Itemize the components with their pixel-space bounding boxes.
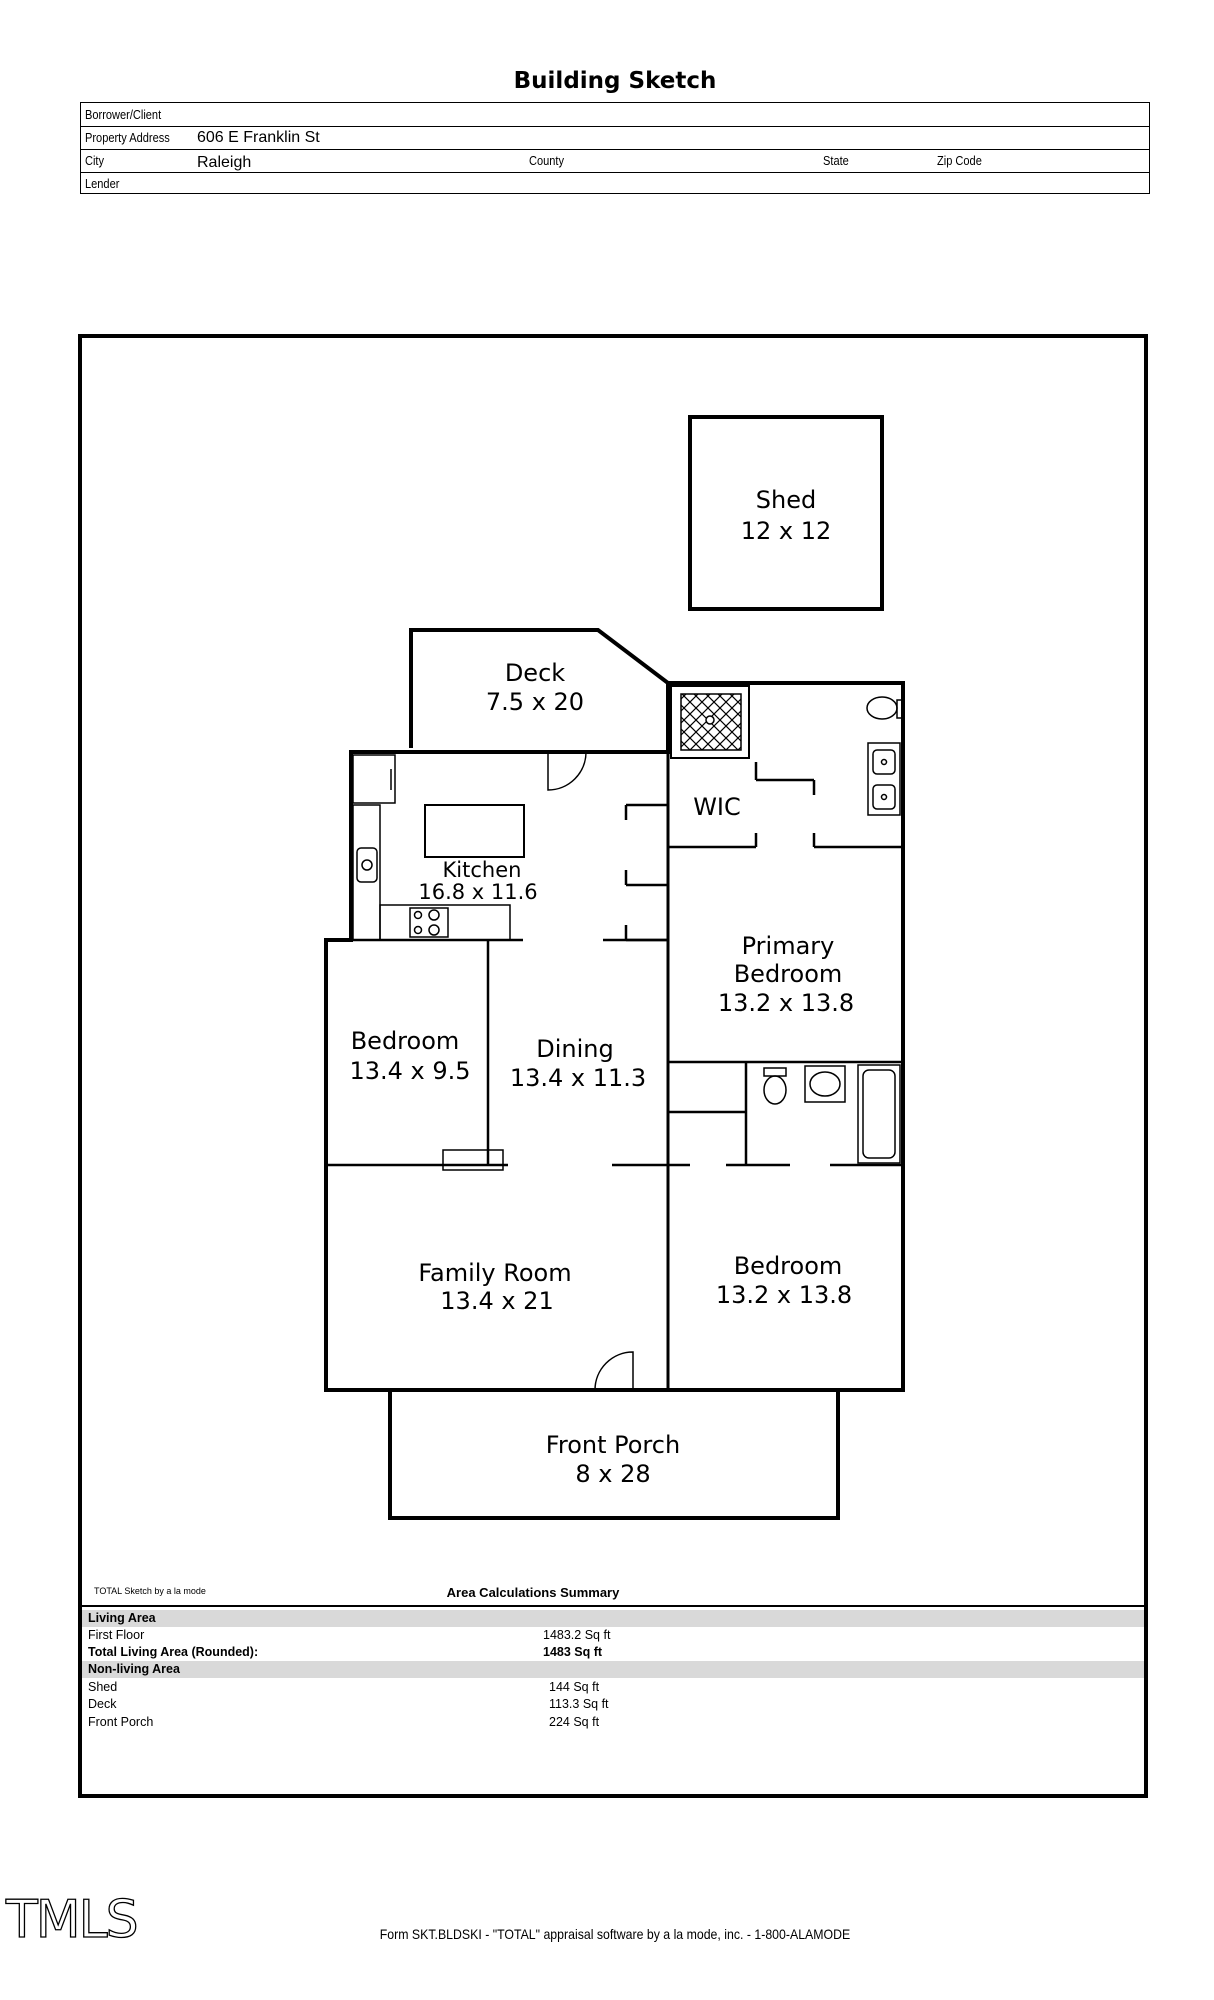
tmls-logo: TMLS [4,1895,139,1945]
floor-plan: Shed 12 x 12 Deck 7.5 x 20 Kitchen 16.8 … [324,415,905,1520]
dining-name: Dining [536,1035,613,1063]
porch-area-value: 224 Sq ft [549,1715,600,1729]
shed-area-label: Shed [88,1680,118,1694]
first-floor-value: 1483.2 Sq ft [543,1628,611,1642]
living-area-header: Living Area [88,1611,156,1625]
nonliving-header-band [82,1661,1144,1678]
porch-area-label: Front Porch [88,1715,154,1729]
address-row: Property Address 606 E Franklin St [81,126,1149,150]
kitchen-name: Kitchen [443,858,522,882]
sketch-frame [78,334,1148,1798]
front-porch-dims: 8 x 28 [575,1460,650,1488]
kitchen-fixtures [352,751,587,941]
summary-divider [80,1605,1146,1607]
dining-dims: 13.4 x 11.3 [510,1064,646,1092]
lender-label: Lender [85,176,120,191]
first-floor-label: First Floor [88,1628,145,1642]
borrower-row: Borrower/Client [81,103,1149,127]
family-room-name: Family Room [418,1259,571,1287]
living-header-band [82,1610,1144,1627]
page-title: Building Sketch [513,68,717,94]
kitchen-dims: 16.8 x 11.6 [418,880,537,904]
city-value: Raleigh [197,154,252,171]
property-info-table: Borrower/Client Property Address 606 E F… [80,102,1150,194]
total-living-value: 1483 Sq ft [543,1645,603,1659]
borrower-label: Borrower/Client [85,107,162,122]
city-row: City Raleigh County State Zip Code [81,149,1149,173]
deck-name: Deck [505,659,565,687]
family-room-dims: 13.4 x 21 [440,1287,553,1315]
room-labels: Shed 12 x 12 Deck 7.5 x 20 Kitchen 16.8 … [349,486,854,1488]
bedroom-left-name: Bedroom [351,1027,460,1055]
address-label: Property Address [85,130,170,145]
interior-walls [326,760,903,1390]
wic-name: WIC [693,793,741,821]
shed-dims: 12 x 12 [741,517,832,545]
deck-dims: 7.5 x 20 [486,688,584,716]
shed-area-value: 144 Sq ft [549,1680,600,1694]
address-value: 606 E Franklin St [197,129,320,146]
primary-bedroom-name-1: Primary [742,932,835,960]
area-summary-title: Area Calculations Summary [446,1585,620,1600]
form-footer: Form SKT.BLDSKI - "TOTAL" appraisal soft… [379,1926,851,1942]
primary-bedroom-dims: 13.2 x 13.8 [718,989,854,1017]
shed-outline [688,415,884,611]
deck-area-label: Deck [88,1697,117,1711]
front-porch-name: Front Porch [546,1431,680,1459]
total-living-label: Total Living Area (Rounded): [88,1645,259,1659]
nonliving-area-header: Non-living Area [88,1662,180,1676]
bath-fixtures [442,685,903,1391]
tmls-logo-text: TMLS [5,1895,137,1945]
county-label: County [529,153,565,168]
zip-label: Zip Code [937,153,982,168]
bedroom-right-dims: 13.2 x 13.8 [716,1281,852,1309]
shed-name: Shed [756,486,816,514]
bedroom-right-name: Bedroom [734,1252,843,1280]
city-label: City [85,153,105,168]
lender-row: Lender [81,172,1149,195]
primary-bedroom-name-2: Bedroom [734,960,843,988]
state-label: State [823,153,849,168]
front-porch-outline [388,1392,840,1520]
deck-area-value: 113.3 Sq ft [549,1697,609,1711]
bedroom-left-dims: 13.4 x 9.5 [349,1057,470,1085]
sketch-credit: TOTAL Sketch by a la mode [94,1586,206,1596]
